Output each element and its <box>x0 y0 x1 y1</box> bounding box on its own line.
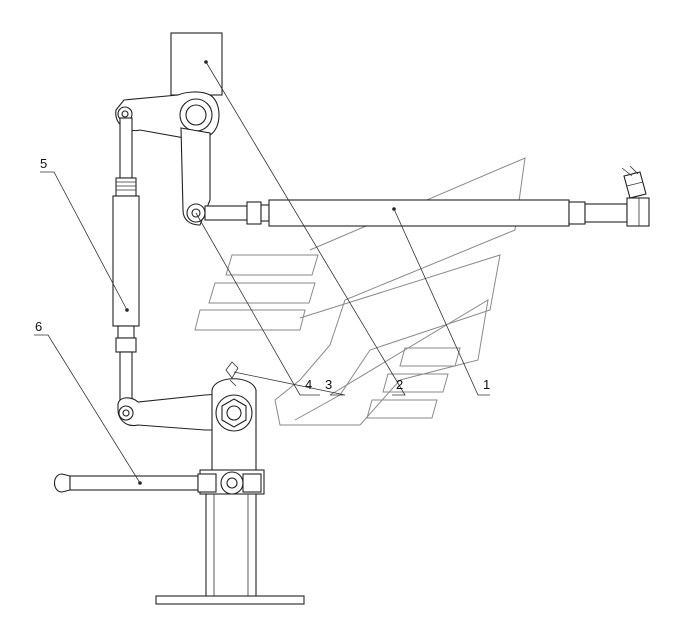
vertical-tie-rod <box>112 117 140 403</box>
callout-4: 4 <box>305 377 312 392</box>
callout-5: 5 <box>40 156 47 171</box>
callout-6: 6 <box>35 319 42 334</box>
horizontal-push-rod <box>204 165 650 227</box>
watermark-logo <box>194 157 526 426</box>
callout-3: 3 <box>325 377 332 392</box>
callout-1: 1 <box>483 377 490 392</box>
leader-lines <box>34 61 490 484</box>
callout-2: 2 <box>396 377 403 392</box>
hand-lever <box>53 471 262 495</box>
top-housing <box>170 32 223 96</box>
